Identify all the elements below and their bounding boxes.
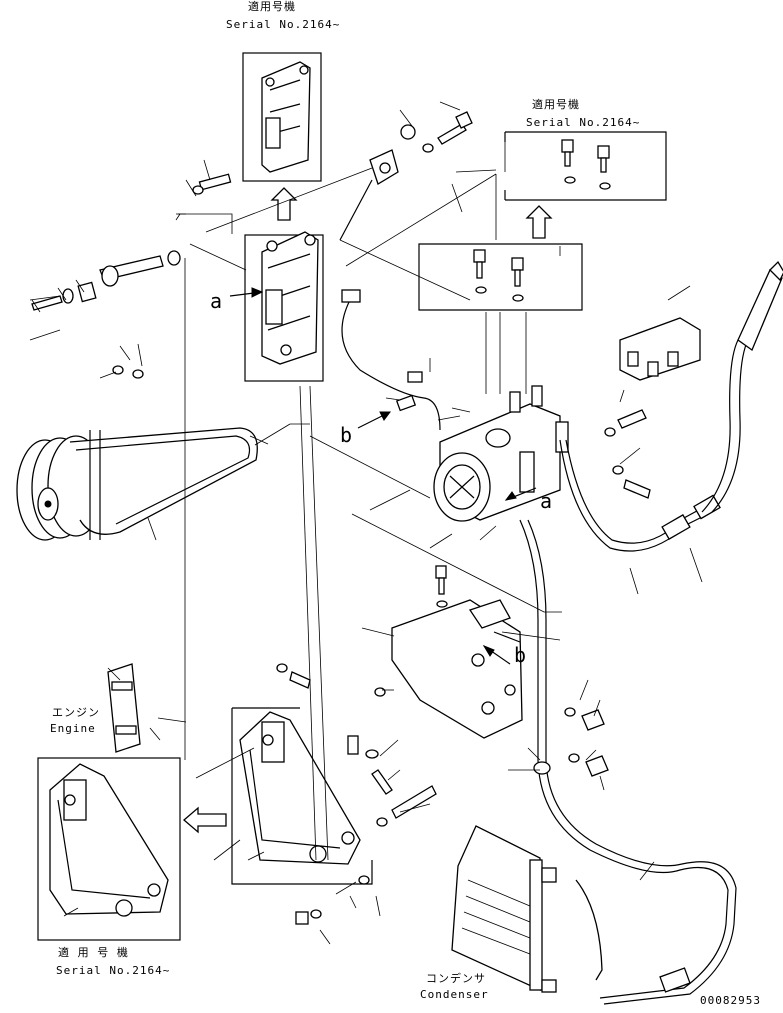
callout-b-left: b: [340, 423, 353, 447]
rod-end: [339, 111, 473, 241]
right-applicable-label: 適用号機: [532, 98, 580, 111]
condenser: [451, 825, 603, 993]
belt-pulley: [16, 427, 258, 541]
center-bolt-box: [418, 243, 583, 311]
right-lower-bolts: [564, 409, 651, 777]
condenser-pipe: [519, 519, 737, 1005]
harness: [341, 289, 441, 431]
bottom-serial-label: Serial No.2164~: [56, 964, 171, 977]
bottom-applicable-label: 適 用 号 機: [58, 946, 129, 959]
lower-bracket-box: [231, 707, 373, 885]
arrow-up-top: [270, 187, 298, 221]
callout-a-right: a: [540, 489, 553, 513]
adjust-bolt-assembly: [29, 173, 232, 379]
engine-jp-label: エンジン: [52, 706, 100, 719]
right-serial-label: Serial No.2164~: [526, 116, 641, 129]
callout-b-right: b: [514, 643, 527, 667]
main-bracket-box: [244, 231, 324, 382]
arrow-up-right: [525, 205, 553, 239]
top-serial-label: Serial No.2164~: [226, 18, 341, 31]
leader-lines: [31, 101, 703, 945]
lower-center-bolts: [276, 663, 437, 925]
arrow-left-lower: [183, 806, 227, 834]
right-detail-box: [504, 131, 667, 201]
hoses: [559, 260, 783, 552]
top-applicable-label: 適用号機: [248, 0, 296, 13]
condenser-en-label: Condenser: [420, 988, 489, 1001]
condenser-jp-label: コンデンサ: [426, 972, 486, 985]
engine-part: [107, 663, 141, 753]
drawing-number: 00082953: [700, 994, 761, 1007]
mounting-plate: [391, 565, 523, 739]
callout-a-left: a: [210, 289, 223, 313]
callout-arrows: [229, 287, 537, 665]
engine-en-label: Engine: [50, 722, 96, 735]
lower-left-detail-box: [37, 757, 181, 941]
top-detail-box: [242, 52, 322, 182]
compressor: [433, 385, 569, 522]
